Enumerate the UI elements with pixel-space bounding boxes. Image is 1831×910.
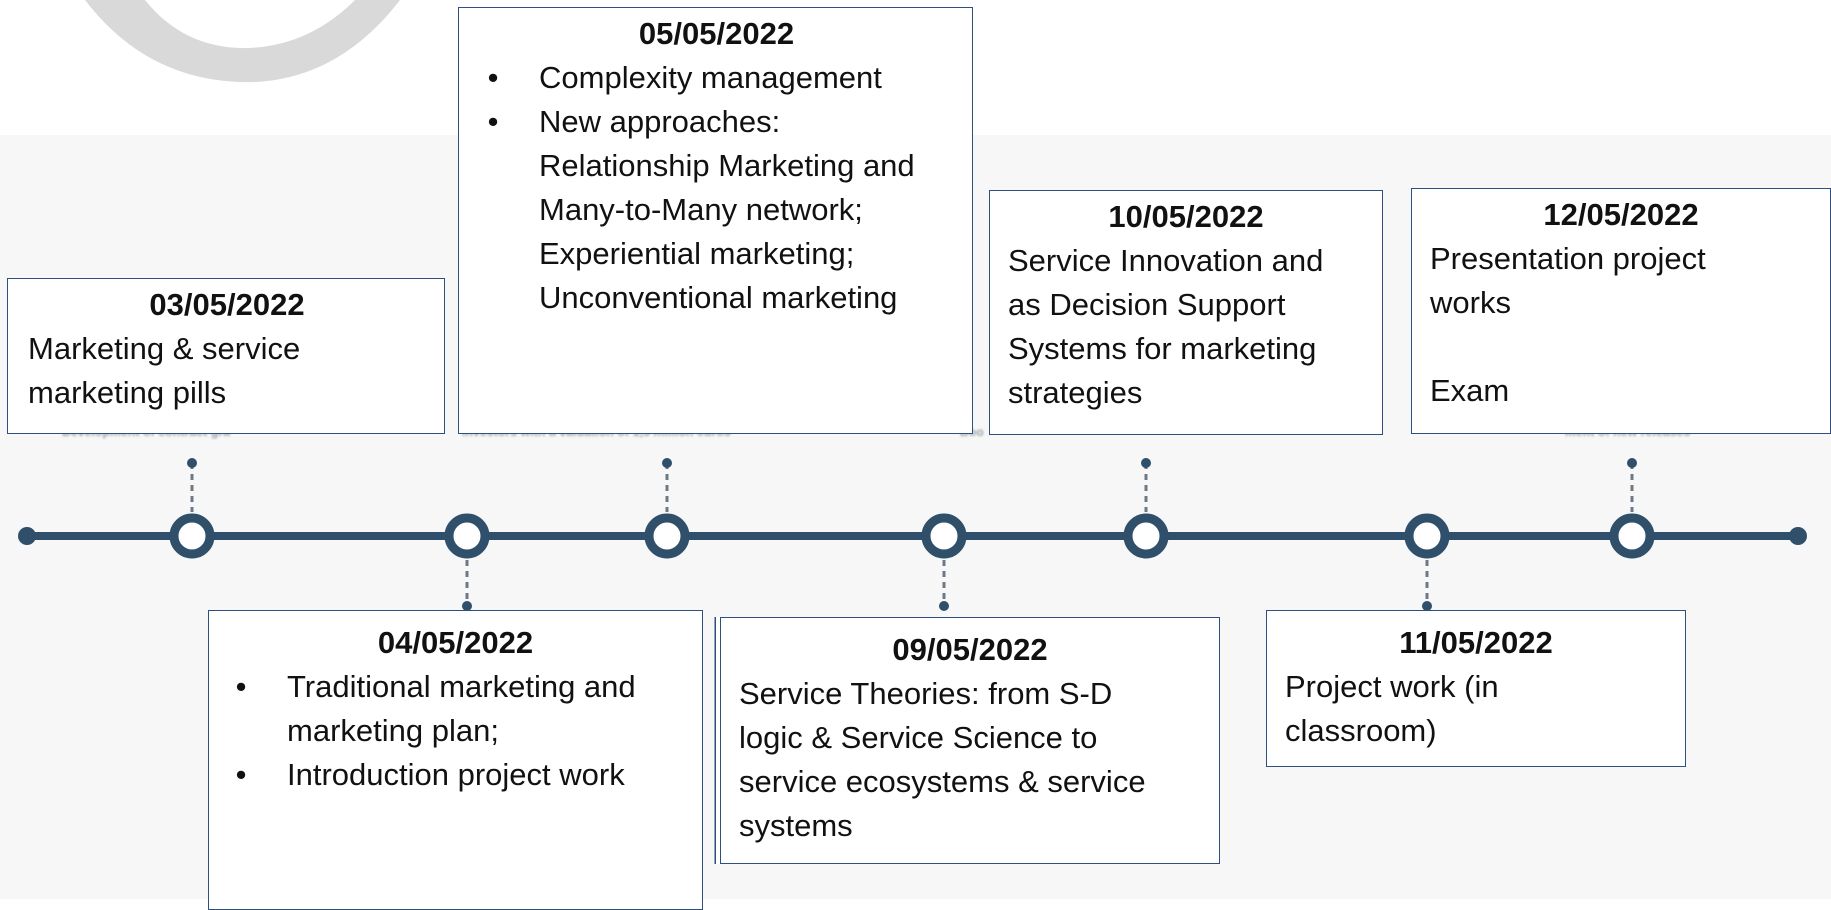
event-date: 11/05/2022: [1399, 625, 1553, 660]
event-description: Marketing & service marketing pills: [28, 331, 301, 410]
connector-dot: [1627, 458, 1637, 468]
event-description: Presentation project works Exam: [1430, 241, 1706, 408]
event-card-05-05: 05/05/2022 •Complexity management •New a…: [458, 7, 973, 434]
event-description: Service Innovation and as Decision Suppo…: [1008, 243, 1324, 410]
event-card-10-05: 10/05/2022 Service Innovation and as Dec…: [989, 190, 1383, 435]
event-date: 03/05/2022: [149, 287, 305, 322]
timeline-node: [169, 513, 215, 559]
timeline-start-dot: [18, 527, 36, 545]
timeline-nodes: [169, 513, 1655, 559]
timeline-node: [644, 513, 690, 559]
bullet-text: Introduction project work: [287, 757, 625, 792]
bullet-text: Complexity management: [539, 60, 882, 95]
event-bullet-list: •Complexity management •New approaches: …: [479, 56, 954, 320]
connector-dot: [662, 458, 672, 468]
connector-dot: [1141, 458, 1151, 468]
timeline-node: [1123, 513, 1169, 559]
bullet-text: Traditional marketing and marketing plan…: [287, 669, 636, 748]
timeline-node: [444, 513, 490, 559]
connector-dot: [1422, 601, 1432, 611]
event-card-03-05: 03/05/2022 Marketing & service marketing…: [7, 278, 445, 434]
event-bullet: •Complexity management: [487, 60, 882, 95]
connector-dot: [462, 601, 472, 611]
connector-dot: [187, 458, 197, 468]
connector-dot: [939, 601, 949, 611]
timeline-node: [1404, 513, 1450, 559]
timeline-node: [1609, 513, 1655, 559]
event-description: Project work (in classroom): [1285, 669, 1499, 748]
timeline-end-dot: [1789, 527, 1807, 545]
event-bullet-list: •Traditional marketing and marketing pla…: [227, 665, 684, 797]
timeline-connectors: [190, 463, 1634, 605]
event-bullet: •New approaches: Relationship Marketing …: [487, 104, 915, 315]
event-card-12-05: 12/05/2022 Presentation project works Ex…: [1411, 188, 1831, 434]
event-date: 05/05/2022: [638, 16, 795, 51]
connector-dots: [187, 458, 1637, 611]
event-date: 04/05/2022: [377, 625, 534, 660]
event-bullet: •Introduction project work: [235, 757, 625, 792]
bullet-text: New approaches: Relationship Marketing a…: [539, 104, 915, 315]
event-card-11-05: 11/05/2022 Project work (in classroom): [1266, 610, 1686, 767]
event-description: Service Theories: from S-D logic & Servi…: [739, 676, 1146, 843]
event-card-09-05: 09/05/2022 Service Theories: from S-D lo…: [720, 617, 1220, 864]
event-bullet: •Traditional marketing and marketing pla…: [235, 669, 636, 748]
event-card-04-05: 04/05/2022 •Traditional marketing and ma…: [208, 610, 703, 910]
event-date: 10/05/2022: [1108, 199, 1264, 234]
event-date: 12/05/2022: [1543, 197, 1699, 232]
event-date: 09/05/2022: [892, 632, 1048, 667]
decorative-swoosh: [85, 0, 400, 83]
timeline-node: [921, 513, 967, 559]
